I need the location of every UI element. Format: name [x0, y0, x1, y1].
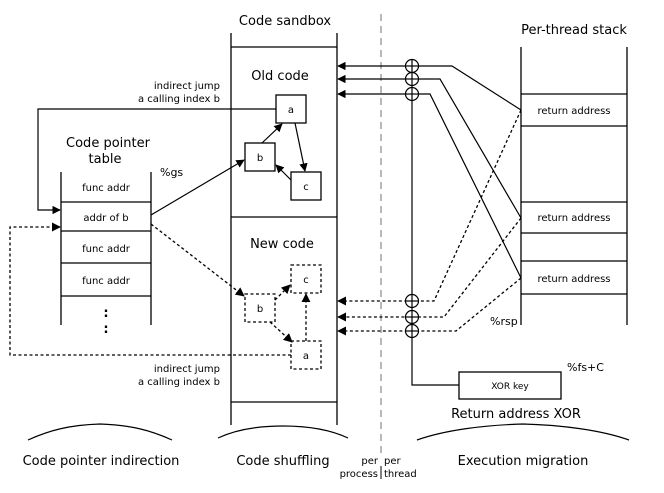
sandbox-title: Code sandbox [239, 14, 331, 29]
old-block-b-label: b [257, 153, 263, 164]
rsp-register-label: %rsp [490, 315, 518, 328]
pointer-table-ellipsis: : [103, 306, 108, 321]
section-brace-right [416, 423, 630, 441]
xor-key-line [411, 62, 459, 386]
xor-circle-icon [404, 86, 420, 102]
pointer-table-row: addr of b [83, 213, 128, 224]
xor-circle-icon [404, 71, 420, 87]
new-block-b [244, 293, 276, 323]
stack-title: Per-thread stack [521, 23, 627, 38]
old-block-a-label: a [288, 105, 294, 116]
old-arrow-b-to-a [261, 123, 283, 144]
table-to-old-b-arrow [150, 159, 245, 216]
new-block-c-label: c [303, 275, 309, 286]
per-thread-label-2: thread [384, 469, 417, 480]
section-label-middle: Code shuffling [236, 454, 329, 469]
new-arrow-b-to-a [269, 321, 293, 343]
old-code-label: Old code [251, 69, 309, 84]
per-thread-label-1: per [384, 456, 402, 467]
pointer-table-title-2: table [89, 152, 122, 167]
jump-bottom-label-2: a calling index b [138, 377, 220, 388]
old-block-c [290, 171, 322, 201]
pointer-table-ellipsis-2: : [103, 322, 108, 337]
new-block-a [290, 340, 322, 370]
xor-circle-icon [404, 293, 420, 309]
xor-circle-icon [404, 309, 420, 325]
xor-key-box [458, 371, 562, 400]
ret-path-old-2 [337, 74, 522, 219]
table-to-new-b-arrow [150, 223, 245, 297]
gs-register-label: %gs [160, 166, 183, 179]
jump-bottom-label-1: indirect jump [154, 364, 220, 375]
stack-return-address: return address [537, 106, 610, 117]
ret-path-new-1 [337, 109, 522, 306]
new-arrow-b-to-c [274, 284, 291, 301]
pointer-table-row: func addr [82, 276, 131, 287]
per-process-label-2: process [340, 469, 378, 480]
old-arrow-a-to-c [294, 122, 308, 172]
new-block-c [290, 264, 322, 294]
jump-top-path [37, 108, 276, 215]
xor-circle-icon [404, 323, 420, 339]
xor-key-label: XOR key [491, 382, 529, 392]
ret-path-old-3 [337, 89, 522, 279]
section-brace-middle [217, 425, 349, 439]
xor-circle-icon [404, 58, 420, 74]
ret-path-new-2 [337, 217, 522, 322]
new-block-b-label: b [257, 304, 263, 315]
section-label-left: Code pointer indirection [23, 454, 180, 469]
new-block-a-label: a [303, 351, 309, 362]
ret-path-new-3 [337, 277, 522, 336]
old-block-a [275, 94, 307, 124]
ret-path-old-1 [337, 61, 522, 111]
old-block-b [244, 142, 276, 172]
jump-top-label-2: a calling index b [138, 94, 220, 105]
xor-caption: Return address XOR [451, 407, 581, 422]
jump-top-label-1: indirect jump [154, 81, 220, 92]
pointer-table-row: func addr [82, 244, 131, 255]
jump-bottom-path [9, 222, 291, 356]
stack-return-address: return address [537, 274, 610, 285]
stack-return-address: return address [537, 213, 610, 224]
new-code-label: New code [250, 237, 314, 252]
per-process-label-1: per [361, 456, 379, 467]
old-arrow-c-to-b [275, 164, 292, 181]
fs-register-label: %fs+C [567, 361, 604, 374]
section-label-right: Execution migration [458, 454, 589, 469]
old-block-c-label: c [303, 182, 309, 193]
pointer-table-row: func addr [82, 183, 131, 194]
pointer-table-title-1: Code pointer [66, 136, 151, 151]
section-brace-left [27, 423, 173, 441]
